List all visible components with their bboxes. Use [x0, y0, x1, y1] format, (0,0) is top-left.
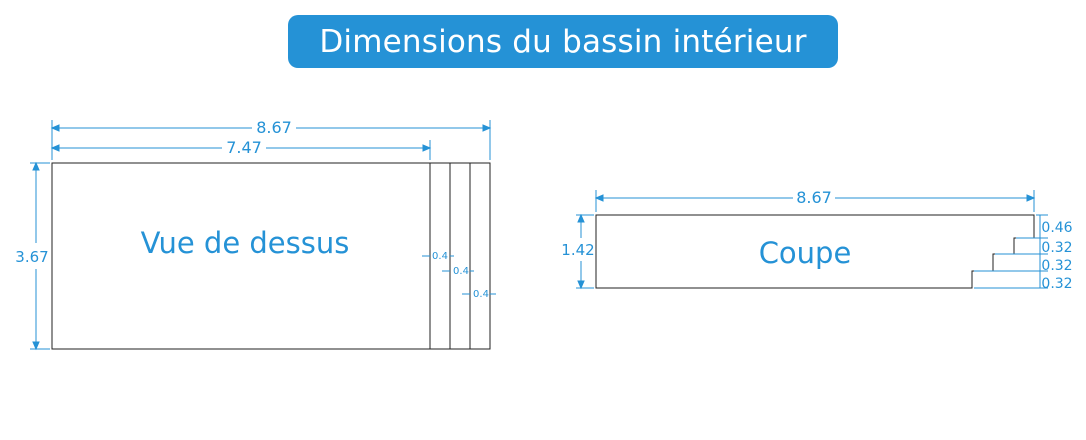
top-step-3-label: 0.4 — [473, 289, 489, 300]
section-outline — [595, 214, 1035, 289]
top-view: 8.67 7.47 3.67 0.4 0.4 0.4 Vue de dessus — [15, 118, 496, 351]
section-view-label: Coupe — [759, 236, 852, 270]
page-title: Dimensions du bassin intérieur — [319, 23, 807, 60]
top-inner-length-label: 7.47 — [226, 138, 262, 157]
section-step-2-label: 0.32 — [1041, 240, 1072, 256]
top-view-label: Vue de dessus — [141, 226, 350, 260]
title-banner: Dimensions du bassin intérieur — [288, 15, 838, 68]
section-depth-label: 1.42 — [561, 241, 594, 259]
top-step-2-label: 0.4 — [453, 266, 469, 277]
top-step-1-label: 0.4 — [432, 251, 448, 262]
section-step-3-label: 0.32 — [1041, 258, 1072, 274]
top-view-outline — [51, 162, 491, 350]
section-step-1-label: 0.46 — [1041, 220, 1072, 236]
top-width-label: 3.67 — [15, 248, 48, 266]
section-step-4-label: 0.32 — [1041, 276, 1072, 292]
section-length-label: 8.67 — [796, 188, 832, 207]
top-total-length-label: 8.67 — [256, 118, 292, 137]
section-view: 8.67 1.42 0.46 0.32 0.32 0.32 Coupe — [561, 188, 1072, 292]
